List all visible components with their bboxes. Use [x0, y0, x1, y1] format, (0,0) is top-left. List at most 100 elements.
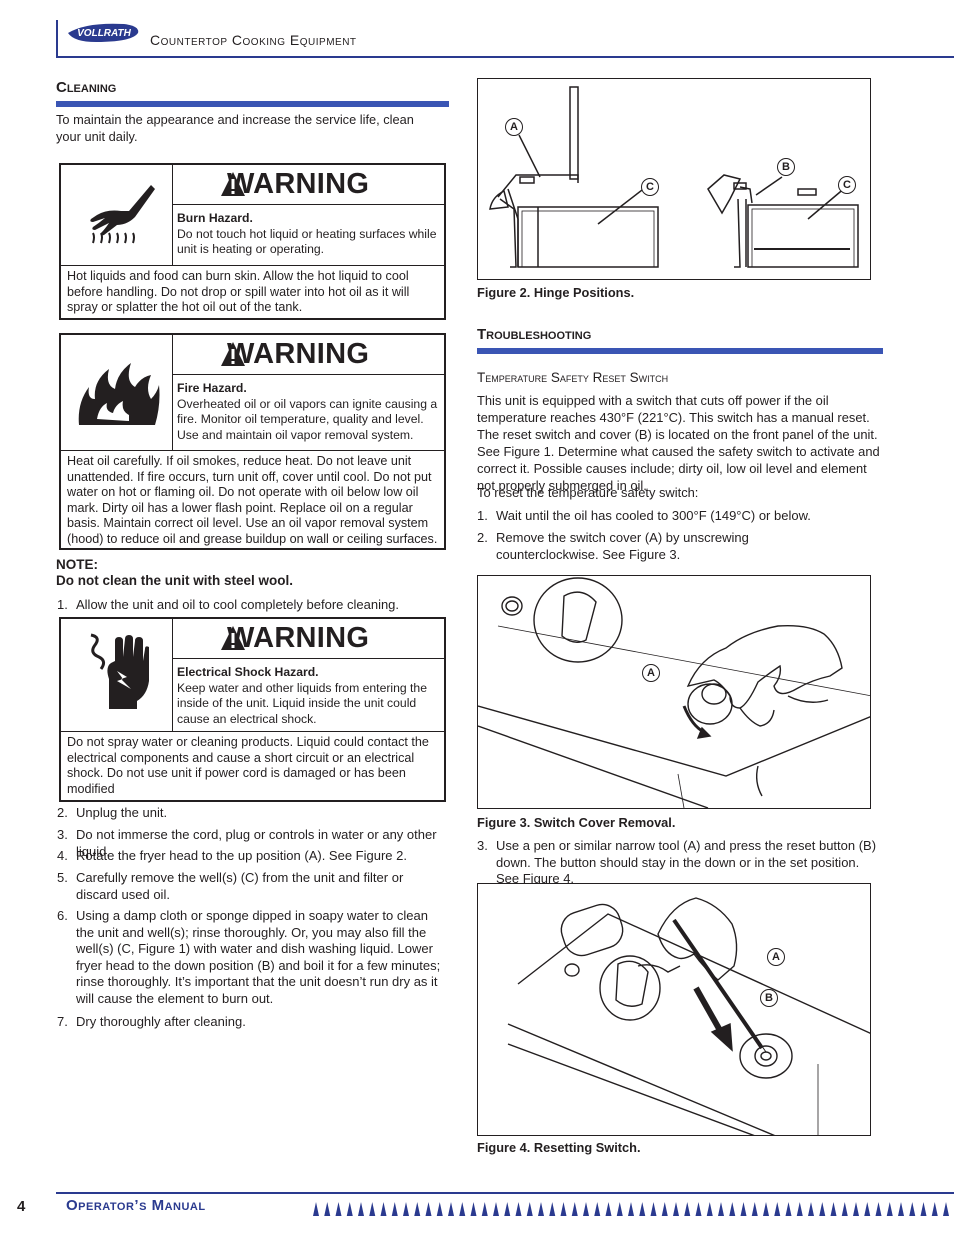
warning-triangle-icon — [221, 342, 245, 366]
footer-triangle — [493, 1202, 499, 1216]
warning-triangle-icon — [221, 626, 245, 650]
fire-icon-cell — [61, 335, 173, 450]
step-text: Wait until the oil has cooled to 300°F (… — [496, 508, 811, 523]
electrical-hazard-text: Keep water and other liquids from enteri… — [177, 680, 427, 726]
step-number: 5. — [57, 870, 68, 885]
fire-hazard-icon — [78, 363, 160, 425]
electrical-warning-body: Do not spray water or cleaning products.… — [61, 731, 444, 800]
note: NOTE: Do not clean the unit with steel w… — [56, 557, 293, 589]
note-text: Do not clean the unit with steel wool. — [56, 573, 294, 588]
footer-triangle — [628, 1202, 634, 1216]
footer-triangle — [324, 1202, 331, 1216]
step-number: 2. — [57, 805, 68, 820]
fire-hazard-title: Fire Hazard. — [177, 381, 247, 395]
footer-triangle — [774, 1202, 781, 1216]
footer-triangle — [729, 1202, 736, 1216]
step-number: 4. — [57, 848, 68, 863]
step-text: Allow the unit and oil to cool completel… — [76, 597, 400, 612]
vollrath-logo: VOLLRATH — [68, 23, 139, 42]
footer-triangle — [909, 1202, 916, 1216]
figure-2-hinge-positions: A C B C — [477, 78, 871, 280]
footer-triangle — [695, 1202, 702, 1216]
footer-triangle — [943, 1202, 949, 1216]
step-text: Dry thoroughly after cleaning. — [76, 1014, 246, 1029]
callout-a: A — [767, 948, 785, 966]
fire-hazard-cell: Fire Hazard. Overheated oil or oil vapor… — [173, 377, 444, 443]
callout-b: B — [777, 158, 795, 176]
fire-warning-box: WARNING Fire Hazard. Overheated oil or o… — [59, 333, 446, 550]
reset-intro: To reset the temperature safety switch: — [477, 485, 699, 500]
footer-triangle — [661, 1202, 668, 1216]
footer-triangle — [380, 1202, 387, 1216]
footer-triangle — [515, 1202, 522, 1216]
footer-triangle — [560, 1202, 567, 1216]
footer-triangle — [369, 1202, 376, 1216]
footer-title: Operator’s Manual — [66, 1197, 206, 1214]
figure-2-caption: Figure 2. Hinge Positions. — [477, 285, 635, 300]
footer-triangle — [684, 1202, 691, 1216]
switch-cover-illustration — [478, 577, 870, 808]
burn-warning-body: Hot liquids and food can burn skin. Allo… — [61, 265, 444, 319]
footer-triangle — [740, 1202, 747, 1216]
electrical-warning-box: WARNING Electrical Shock Hazard. Keep wa… — [59, 617, 446, 802]
callout-b: B — [760, 989, 778, 1007]
electrical-icon-cell — [61, 619, 173, 731]
step-number: 1. — [57, 597, 68, 612]
burn-warning-title-cell: WARNING — [173, 165, 444, 205]
footer-triangle — [504, 1202, 511, 1216]
footer-triangle — [819, 1202, 826, 1216]
resetting-switch-illustration — [507, 897, 870, 1135]
footer-triangle — [864, 1202, 871, 1216]
step-number: 1. — [477, 508, 488, 523]
step-text: Use a pen or similar narrow tool (A) and… — [496, 838, 877, 886]
step-text: Using a damp cloth or sponge dipped in s… — [76, 908, 441, 1006]
footer-triangle — [605, 1202, 612, 1216]
fire-warning-body: Heat oil carefully. If oil smokes, reduc… — [61, 450, 444, 550]
burn-warning-box: WARNING Burn Hazard. Do not touch hot li… — [59, 163, 446, 320]
cleaning-intro: To maintain the appearance and increase … — [56, 112, 414, 144]
footer-triangle — [796, 1202, 803, 1216]
step-number: 7. — [57, 1014, 68, 1029]
footer-triangle — [470, 1202, 477, 1216]
callout-c: C — [838, 176, 856, 194]
footer-triangle — [853, 1202, 859, 1216]
callout-a: A — [642, 664, 660, 682]
warning-triangle-icon — [221, 172, 245, 196]
electrical-shock-icon — [90, 633, 149, 709]
step-text: Carefully remove the well(s) (C) from th… — [76, 870, 404, 902]
troubleshooting-rule — [477, 348, 883, 354]
step-text: Remove the switch cover (A) by unscrewin… — [496, 530, 749, 562]
fryer-hinge-illustration — [489, 86, 859, 268]
footer-triangle — [763, 1202, 769, 1216]
step-number: 3. — [57, 827, 68, 842]
figure-4-caption: Figure 4. Resetting Switch. — [477, 1140, 641, 1155]
cleaning-rule — [56, 101, 449, 107]
fire-hazard-text: Overheated oil or oil vapors can ignite … — [177, 396, 438, 442]
burn-hazard-cell: Burn Hazard. Do not touch hot liquid or … — [173, 207, 444, 258]
footer-triangle — [616, 1202, 623, 1216]
electrical-hazard-title: Electrical Shock Hazard. — [177, 665, 319, 679]
footer-triangle — [481, 1202, 488, 1216]
footer-triangle — [391, 1202, 398, 1216]
footer-triangle — [808, 1202, 814, 1216]
cleaning-heading: Cleaning — [56, 79, 117, 96]
footer-triangle — [583, 1202, 589, 1216]
footer-triangle — [920, 1202, 927, 1216]
footer-triangle — [639, 1202, 646, 1216]
footer-rule — [56, 1192, 954, 1194]
step-text: Do not immerse the cord, plug or control… — [76, 827, 437, 859]
electrical-warning-title-cell: WARNING — [173, 619, 444, 659]
footer-triangle — [526, 1202, 533, 1216]
electrical-hazard-cell: Electrical Shock Hazard. Keep water and … — [173, 661, 444, 727]
page-number: 4 — [17, 1198, 26, 1215]
troubleshooting-intro: This unit is equipped with a switch that… — [477, 393, 880, 493]
burn-hazard-title: Burn Hazard. — [177, 211, 253, 225]
footer-triangle — [459, 1202, 466, 1216]
footer-triangle — [414, 1202, 421, 1216]
figure-4-resetting-switch: A B — [477, 883, 871, 1136]
callout-a: A — [505, 118, 523, 136]
troubleshooting-heading: Troubleshooting — [477, 326, 592, 343]
footer-triangle — [841, 1202, 848, 1216]
footer-triangle — [650, 1202, 657, 1216]
header-rule — [56, 56, 954, 58]
